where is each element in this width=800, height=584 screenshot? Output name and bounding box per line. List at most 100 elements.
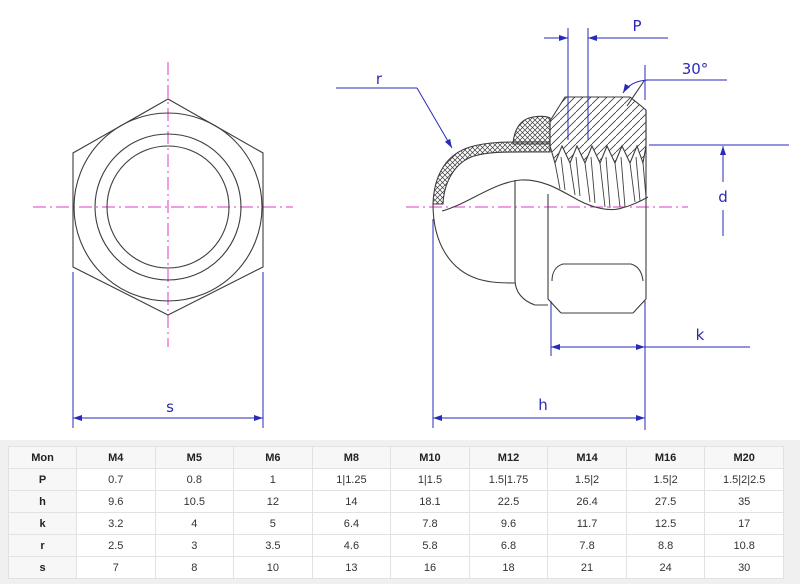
spec-cell: 24 (625, 556, 706, 579)
drawing-area: s (33, 17, 789, 430)
dimension-k (550, 301, 750, 430)
spec-cell: 3.2 (76, 512, 156, 535)
column-header: M16 (625, 446, 706, 469)
spec-cell: 11.7 (547, 512, 627, 535)
spec-cell: 18.1 (390, 490, 470, 513)
spec-cell: 3.5 (233, 534, 313, 557)
column-header: M14 (547, 446, 627, 469)
spec-cell: 27.5 (625, 490, 706, 513)
k-label: k (696, 326, 705, 344)
spec-cell: 3 (154, 534, 235, 557)
spec-cell: 35 (704, 490, 784, 513)
spec-cell: 0.7 (76, 468, 156, 491)
spec-cell: 1|1.25 (311, 468, 392, 491)
dimension-s (72, 272, 264, 428)
chamfer-circle (73, 112, 263, 302)
bore-circle (106, 145, 230, 269)
spec-cell: 2.5 (76, 534, 156, 557)
angle-arc-arrow (622, 79, 649, 94)
spec-cell: 22.5 (468, 490, 549, 513)
spec-cell: 9.6 (468, 512, 549, 535)
left-view-hex-nut: s (33, 62, 293, 428)
hex-body-section (549, 96, 647, 166)
spec-cell: 7.8 (547, 534, 627, 557)
dimension-p (544, 28, 668, 140)
row-label: P (8, 468, 77, 491)
r-leader-line (416, 87, 453, 149)
row-label: h (8, 490, 77, 513)
spec-cell: 6.8 (468, 534, 549, 557)
thread-major-circle (94, 133, 242, 281)
spec-cell: 10.8 (704, 534, 784, 557)
spec-cell: 9.6 (76, 490, 156, 513)
spec-cell: 8.8 (625, 534, 706, 557)
row-label: r (8, 534, 77, 557)
s-label: s (166, 398, 174, 416)
spec-cell: 1|1.5 (390, 468, 470, 491)
spec-cell: 1.5|2 (547, 468, 627, 491)
hex-right-chamfer (632, 298, 647, 314)
column-header: Mon (8, 446, 77, 469)
spec-cell: 6.4 (311, 512, 392, 535)
column-header: M10 (390, 446, 470, 469)
dimension-r (336, 87, 453, 149)
right-view-cap-nut-section: P 30° d k h (336, 17, 789, 430)
section-break-curve (441, 179, 649, 212)
facet-chamfer-curve (551, 263, 644, 282)
row-label: k (8, 512, 77, 535)
p-label: P (632, 17, 641, 35)
dome-lower-arc (432, 203, 516, 284)
dimension-h (432, 219, 645, 428)
spec-cell: 1.5|2|2.5 (704, 468, 784, 491)
thread-flank-lines (554, 156, 647, 209)
spec-cell: 4 (154, 512, 235, 535)
h-label: h (538, 396, 548, 414)
chamfer-extension-line (626, 80, 645, 107)
dimension-angle (622, 65, 727, 100)
column-header: M20 (704, 446, 784, 469)
hex-left-face (547, 194, 562, 314)
insert-nub-section (512, 115, 551, 145)
column-header: M6 (233, 446, 313, 469)
spec-cell: 1.5|1.75 (468, 468, 549, 491)
spec-cell: 13 (311, 556, 392, 579)
column-header: M8 (311, 446, 392, 469)
spec-cell: 7.8 (390, 512, 470, 535)
spec-cell: 4.6 (311, 534, 392, 557)
dimension-d (649, 144, 789, 236)
technical-drawing: s (33, 17, 789, 430)
cap-skirt-edge (514, 180, 548, 306)
spec-cell: 21 (547, 556, 627, 579)
spec-cell: 16 (390, 556, 470, 579)
spec-cell: 30 (704, 556, 784, 579)
spec-cell: 1.5|2 (625, 468, 706, 491)
r-label: r (376, 70, 383, 88)
spec-cell: 10.5 (154, 490, 235, 513)
spec-cell: 5 (233, 512, 313, 535)
column-header: M4 (76, 446, 156, 469)
spec-cell: 1 (233, 468, 313, 491)
exterior-lower-half (432, 80, 647, 314)
spec-cell: 12.5 (625, 512, 706, 535)
spec-cell: 14 (311, 490, 392, 513)
hex-outline (72, 98, 264, 316)
row-label: s (8, 556, 77, 579)
d-label: d (718, 188, 728, 206)
dome-wall-section (432, 141, 551, 205)
spec-cell: 26.4 (547, 490, 627, 513)
spec-cell: 0.8 (154, 468, 235, 491)
angle-label: 30° (682, 60, 709, 78)
column-header: M5 (154, 446, 235, 469)
spec-cell: 10 (233, 556, 313, 579)
spec-cell: 5.8 (390, 534, 470, 557)
spec-cell: 8 (154, 556, 235, 579)
